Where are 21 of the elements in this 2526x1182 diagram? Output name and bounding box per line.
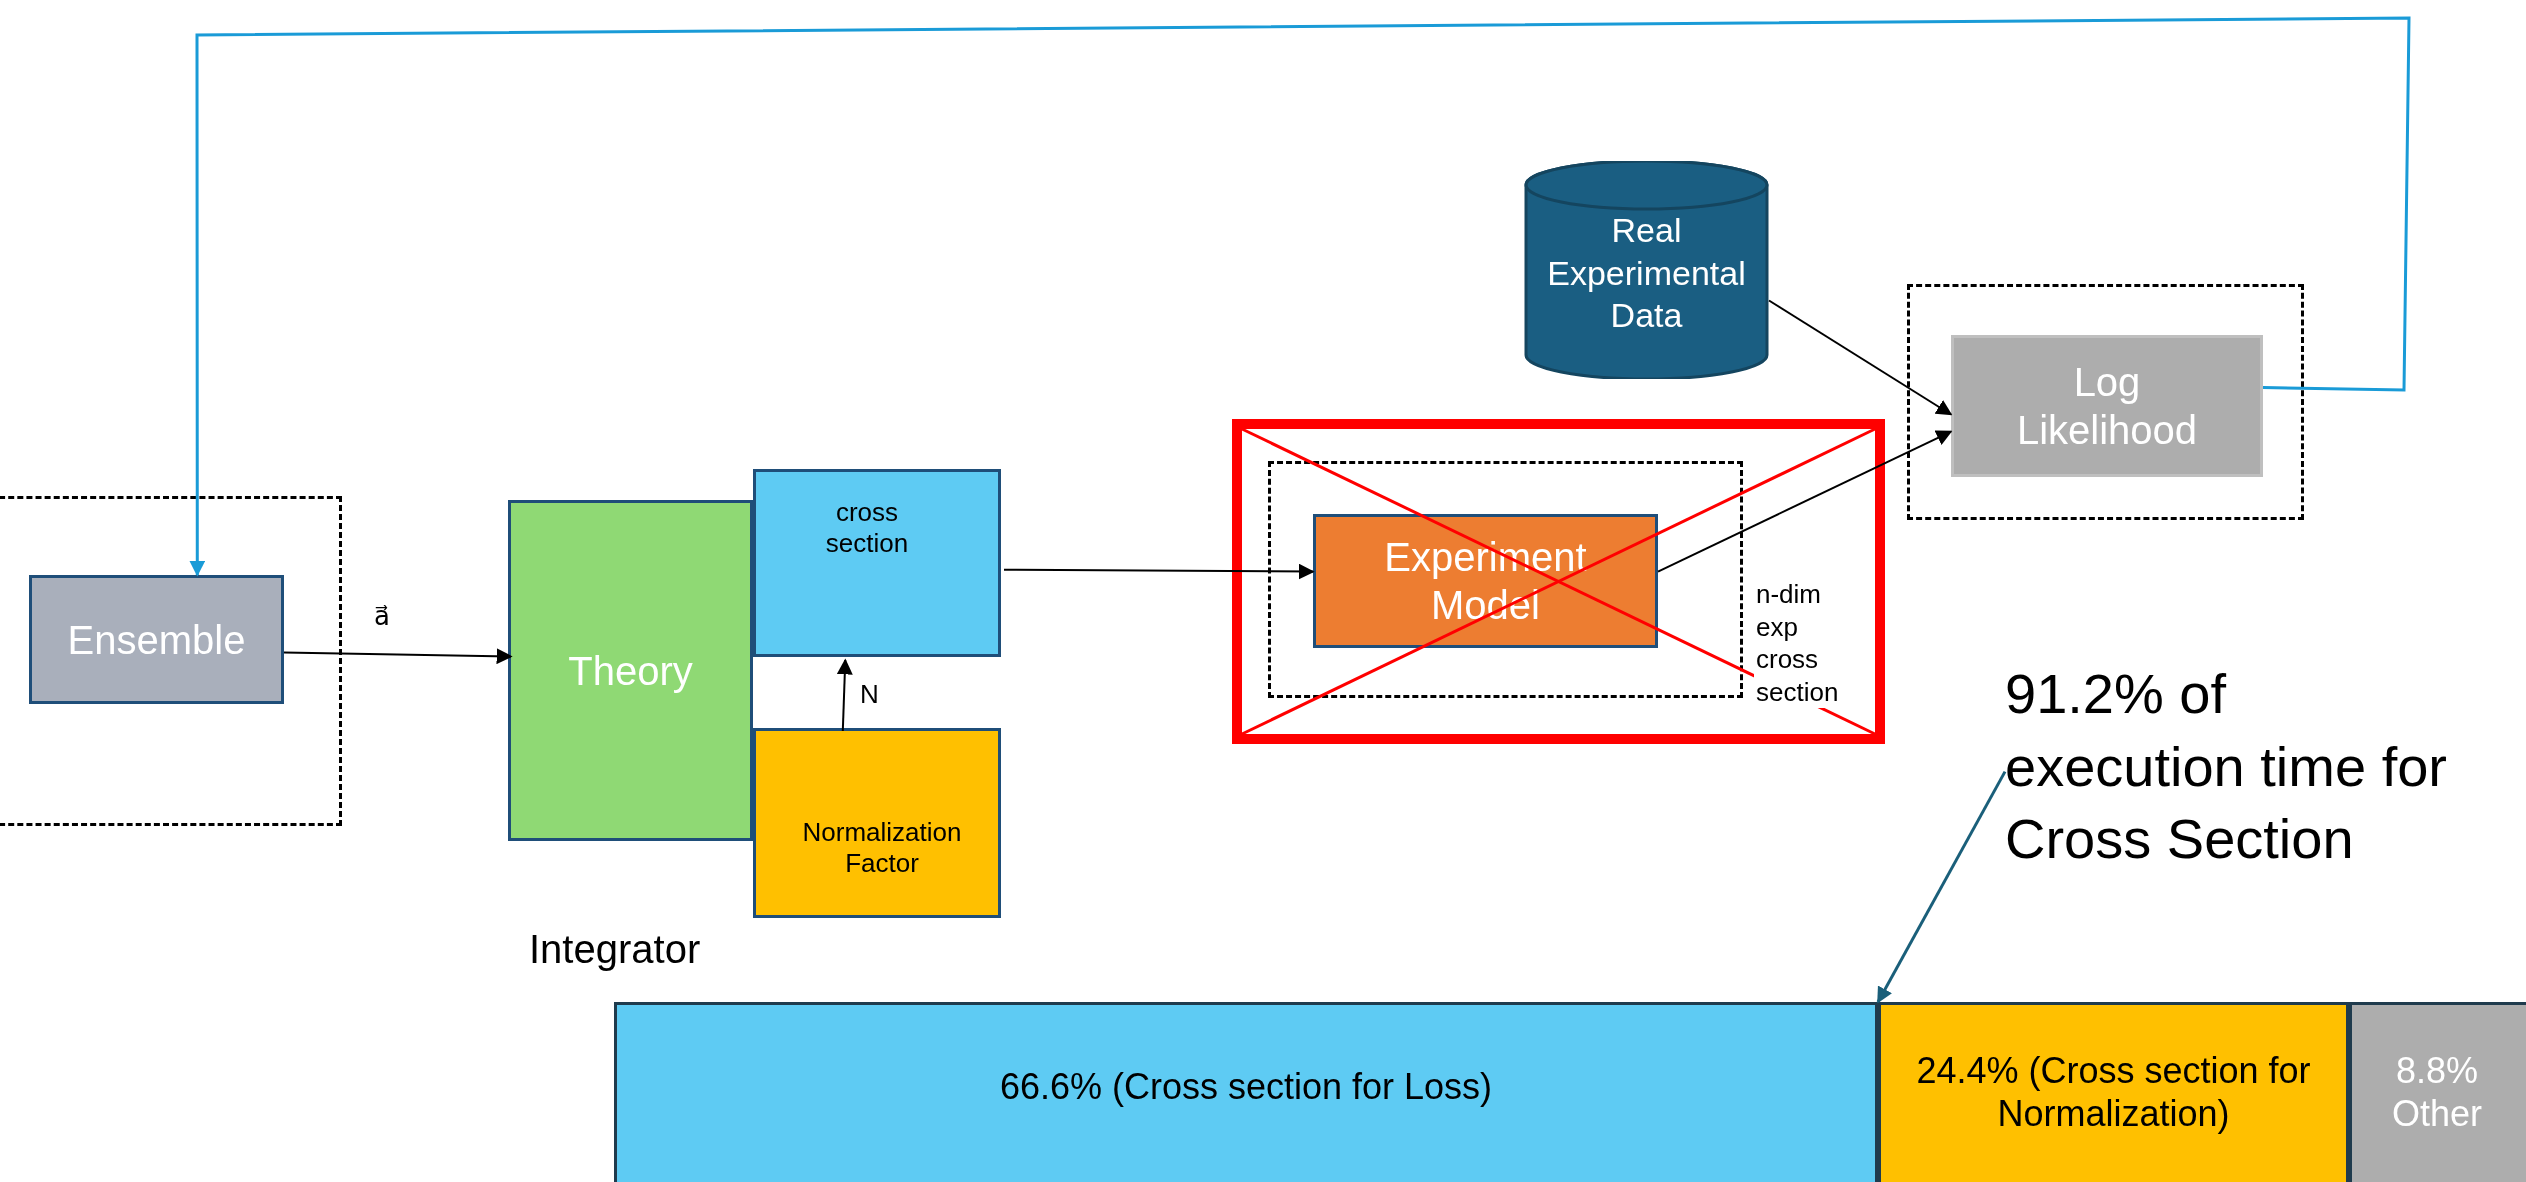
- dashed-group-box: [0, 496, 342, 826]
- bar-segment: 8.8% Other: [2349, 1002, 2526, 1182]
- database-cylinder: Real Experimental Data: [1524, 161, 1769, 379]
- arrow: [836, 658, 853, 732]
- arrow: [283, 648, 513, 665]
- arrow: [1768, 299, 1953, 416]
- arrow: [1003, 563, 1315, 580]
- arrow: [1876, 770, 2007, 1004]
- process-box: Normalization Factor: [753, 728, 1001, 918]
- bar-segment: 66.6% (Cross section for Loss): [614, 1002, 1878, 1182]
- dashed-group-box: [1268, 461, 1743, 698]
- arrow: [1657, 430, 1953, 573]
- process-box: Log Likelihood: [1951, 335, 2263, 477]
- process-box: Theory: [508, 500, 753, 841]
- annotation-text: 91.2% of execution time for Cross Section: [2005, 652, 2475, 882]
- arrow: [189, 16, 2411, 577]
- dashed-group-box: [1907, 284, 2304, 520]
- group-title: Integrator: [529, 927, 701, 972]
- bar-segment: 24.4% (Cross section for Normalization): [1878, 1002, 2349, 1182]
- process-box: Ensemble: [29, 575, 284, 704]
- process-box: cross section: [753, 469, 1001, 657]
